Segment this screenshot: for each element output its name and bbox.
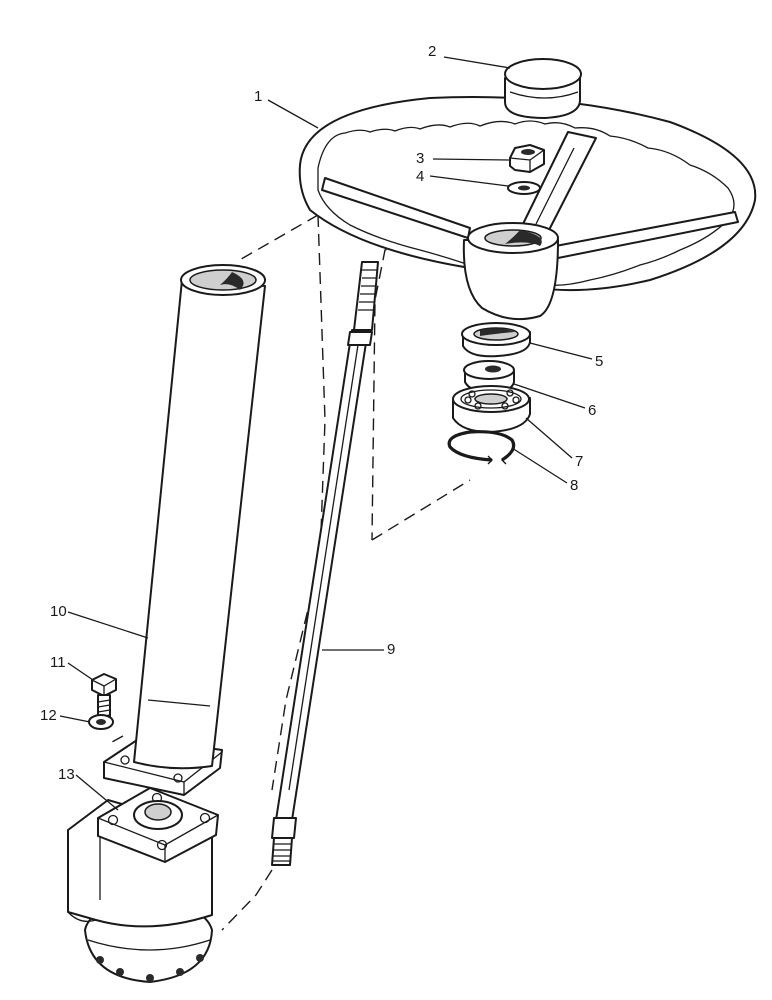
leader-6	[513, 383, 586, 409]
callout-seal: 5	[595, 353, 603, 370]
steering-shaft-part	[271, 261, 379, 866]
bearing-part	[452, 385, 531, 433]
leader-13	[75, 774, 119, 811]
callout-horn-cap: 2	[428, 43, 436, 60]
leader-11	[67, 662, 94, 681]
callout-lock-washer: 12	[40, 707, 57, 724]
nut-part	[509, 144, 545, 173]
callout-nut: 3	[416, 150, 424, 167]
leader-lines	[59, 56, 593, 811]
lock-washer-part	[88, 714, 114, 730]
seal-part	[461, 322, 531, 358]
callout-steering-unit: 13	[58, 766, 75, 783]
callout-labels: 1 2 3 4 5 6 7 8 9 10 11 12 13	[40, 43, 603, 783]
callout-spacer: 6	[588, 402, 596, 419]
callout-steering-shaft: 9	[387, 641, 395, 658]
circlip-part	[447, 430, 516, 465]
callout-bolt: 11	[50, 654, 66, 671]
callout-column-tube: 10	[50, 603, 67, 620]
leader-3	[432, 158, 511, 161]
column-tube-part	[103, 264, 266, 796]
leader-10	[67, 611, 149, 639]
leader-5	[529, 342, 593, 360]
leader-4	[429, 175, 509, 187]
leader-12	[59, 715, 91, 723]
callout-steering-wheel: 1	[254, 88, 262, 105]
callout-washer: 4	[416, 168, 424, 185]
callout-circlip: 8	[570, 477, 578, 494]
leader-2	[443, 56, 511, 69]
leader-8	[511, 447, 568, 484]
leader-1	[267, 99, 319, 129]
washer-part	[507, 181, 541, 195]
callout-bearing: 7	[575, 453, 583, 470]
steering-unit-part	[67, 787, 219, 983]
leader-7	[525, 417, 573, 459]
horn-cap-part	[504, 58, 582, 119]
